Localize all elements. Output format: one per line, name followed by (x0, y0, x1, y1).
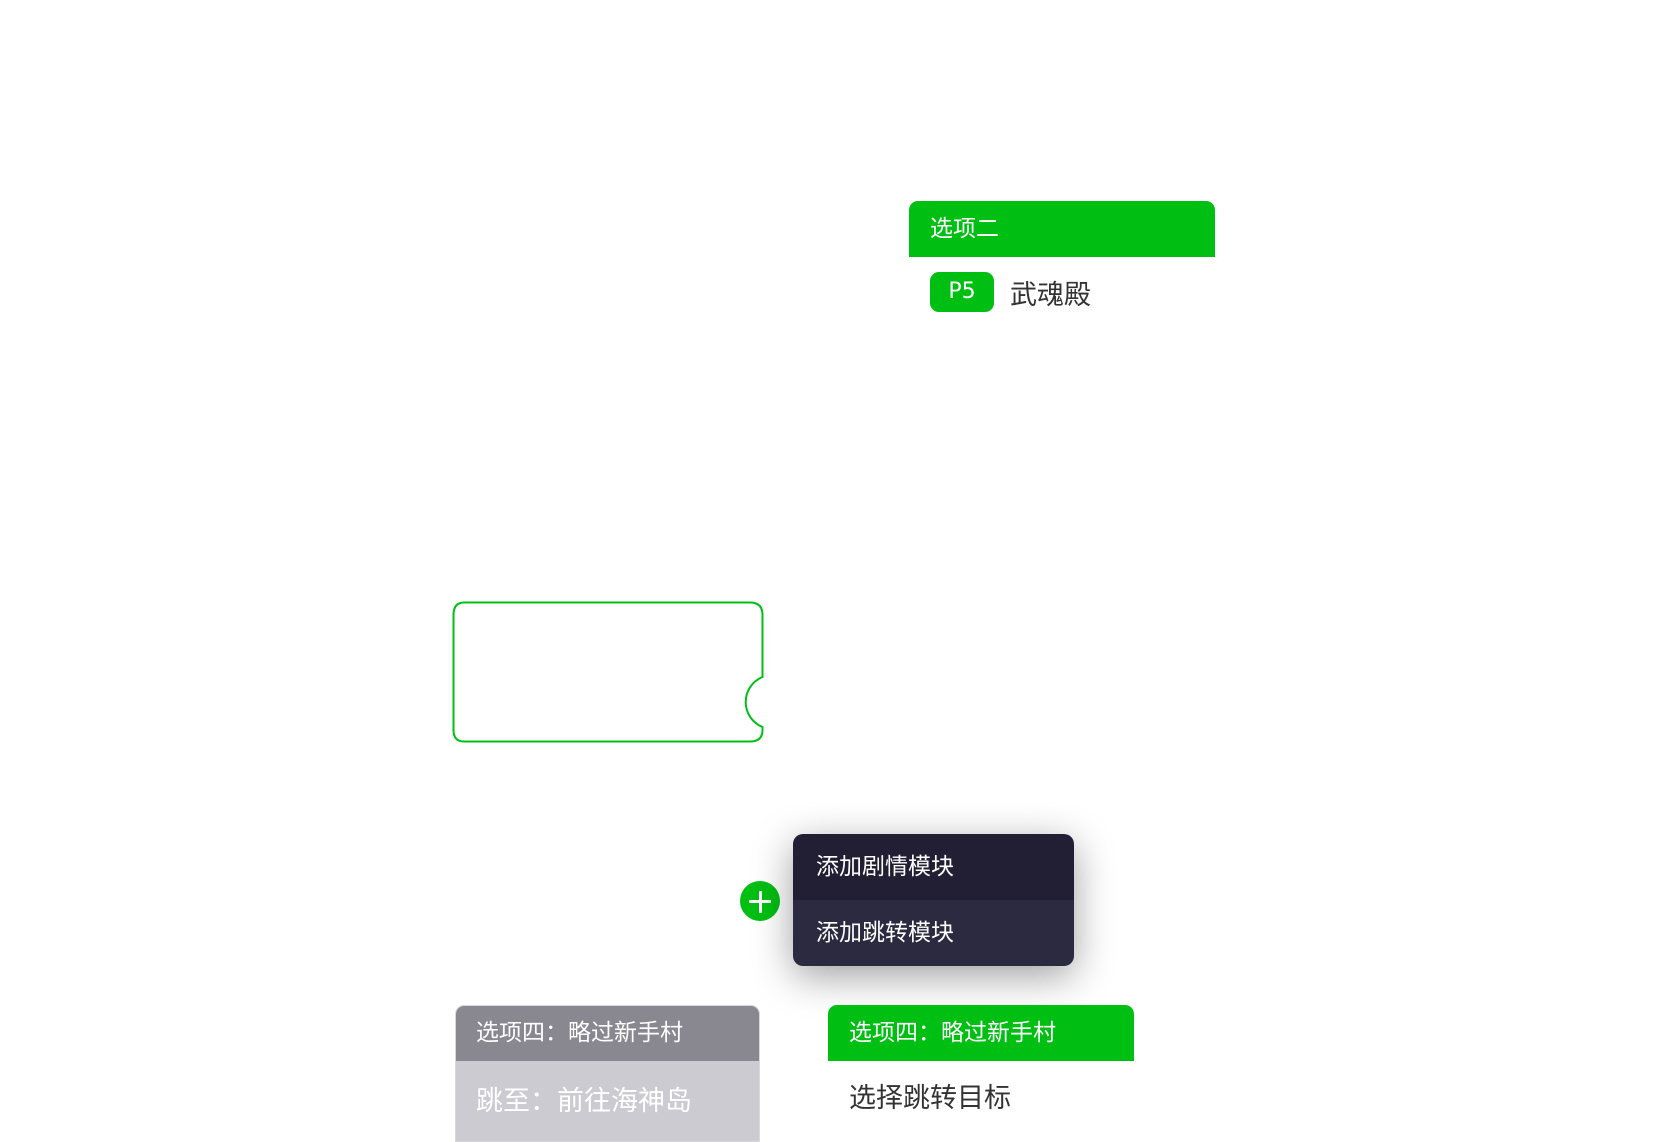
select-jump-target[interactable]: 选择跳转目标 (849, 1083, 1011, 1114)
option-two-card[interactable]: 选项二 P5 武魂殿 (909, 201, 1215, 327)
option-two-body[interactable]: P5 武魂殿 (909, 257, 1215, 327)
option-four-disabled-jump-text: 跳至：前往海神岛 (456, 1061, 759, 1141)
menu-item-add-jump-module[interactable]: 添加跳转模块 (793, 900, 1074, 966)
empty-slot-outline (452, 601, 764, 743)
option-two-header: 选项二 (909, 201, 1215, 257)
menu-item-add-story-module[interactable]: 添加剧情模块 (793, 834, 1074, 900)
option-four-card-disabled: 选项四：略过新手村 跳至：前往海神岛 (455, 1005, 760, 1142)
scene-name: 武魂殿 (1010, 279, 1091, 311)
page-badge: P5 (930, 272, 994, 312)
empty-module-slot[interactable] (452, 601, 764, 743)
option-four-card-active[interactable]: 选项四：略过新手村 选择跳转目标 (828, 1005, 1134, 1136)
option-four-active-header: 选项四：略过新手村 (828, 1005, 1134, 1061)
option-four-disabled-header: 选项四：略过新手村 (456, 1006, 759, 1061)
add-module-menu: 添加剧情模块 添加跳转模块 (793, 834, 1074, 966)
add-module-button[interactable] (740, 881, 780, 921)
